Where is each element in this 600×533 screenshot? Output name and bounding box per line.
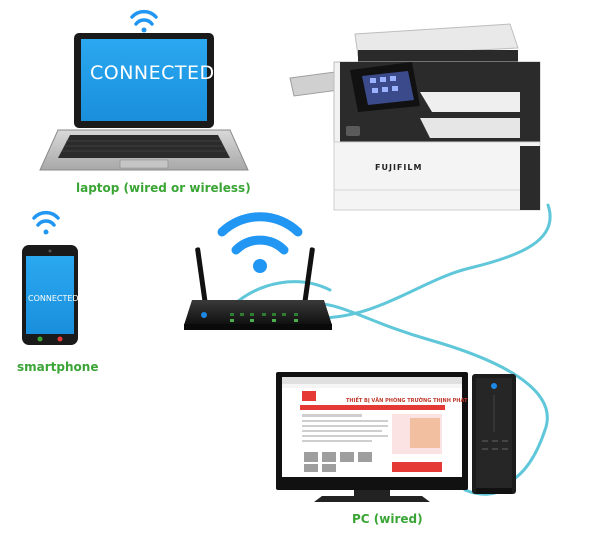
network-cables (228, 203, 552, 496)
smartphone-label: smartphone (17, 360, 99, 374)
pc-tower-icon (472, 374, 516, 494)
wifi-icon (130, 9, 158, 33)
cable-router-pc (303, 301, 549, 488)
laptop-screen-text: CONNECTED (90, 62, 215, 84)
laptop-icon (39, 33, 249, 171)
laptop-label: laptop (wired or wireless) (76, 181, 251, 195)
pc-label: PC (wired) (352, 512, 423, 526)
monitor-icon (276, 372, 468, 502)
printer-brand: FUJIFILM (375, 163, 423, 172)
cable-router-laptop (228, 280, 332, 310)
phone-screen-text: CONNECTED (28, 294, 79, 303)
wifi-icon (217, 212, 303, 273)
router-icon (184, 247, 332, 330)
printer-icon (289, 23, 541, 211)
wifi-icon (32, 210, 60, 235)
smartphone-icon (22, 245, 78, 345)
website-header-text: THIẾT BỊ VĂN PHÒNG TRƯỜNG THỊNH PHÁT (346, 398, 468, 404)
cable-router-printer (316, 203, 552, 320)
